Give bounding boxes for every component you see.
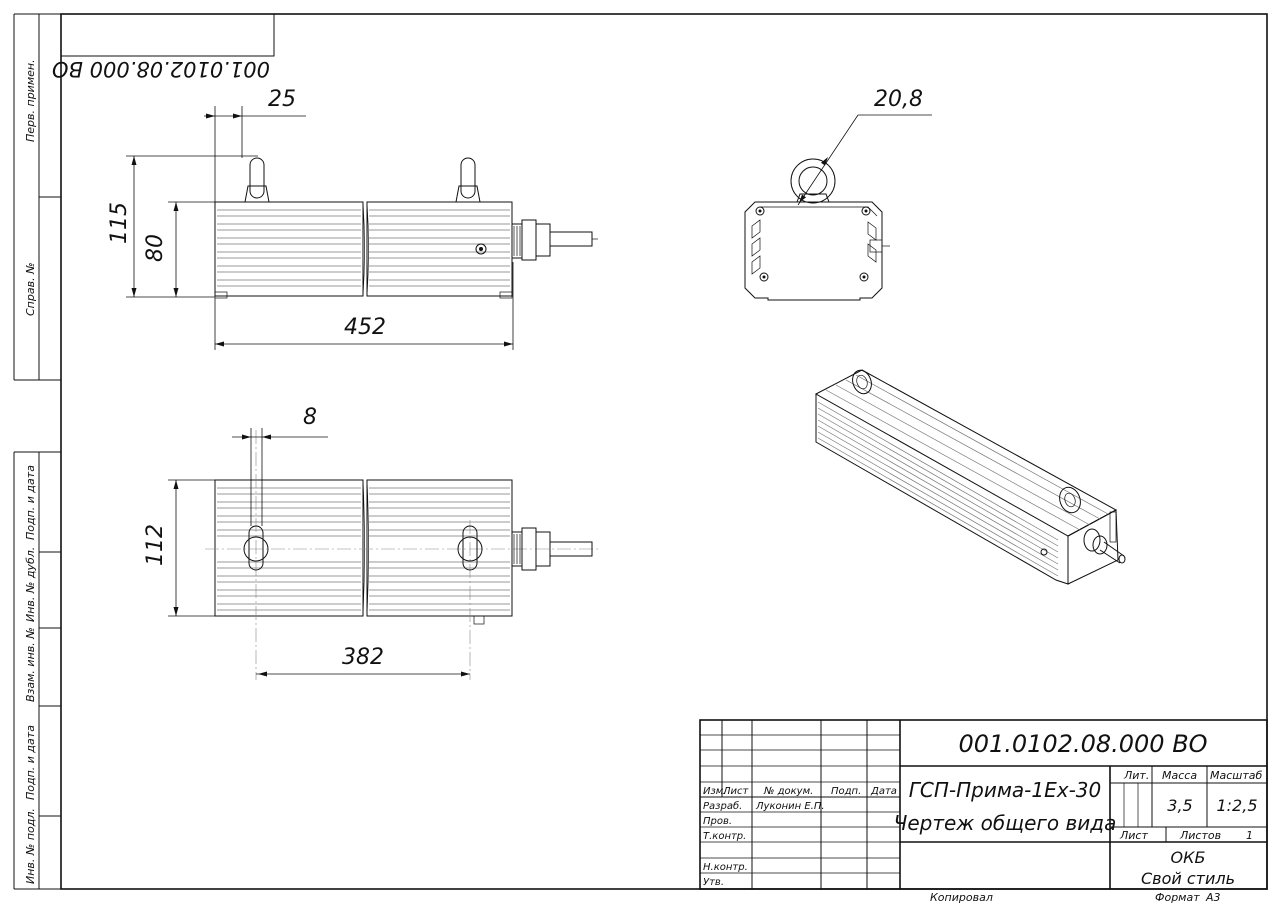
tb-col-list: Лист [722,786,750,797]
tb-org-line2: Свой стиль [1141,869,1235,888]
iso-eye-bolt-1 [852,369,872,395]
dim-80-label: 80 [143,234,168,262]
iso-eye-bolt-2 [1059,486,1081,514]
side-label-perv: Перв. примен. [24,59,37,142]
tb-col-izm: Изм. [703,786,727,797]
dim-8-label: 8 [303,405,317,430]
front-cable-gland [511,219,598,261]
dim-25-label: 25 [268,87,296,112]
format-label: Формат [1155,891,1200,904]
tb-designation: 001.0102.08.000 ВО [958,730,1207,758]
tb-role-razrab: Разраб. [703,800,742,812]
front-lug-left [244,157,270,203]
side-label-inv-podl: Инв. № подл. [24,808,37,884]
front-lug-right [455,157,481,203]
tb-developer: Луконин Е.П. [755,801,825,812]
tb-scale-label: Масштаб [1210,769,1262,782]
top-lug-right [457,525,483,571]
side-label-sprav: Справ. № [24,262,37,316]
dim-115-label: 115 [107,202,132,244]
top-cable-gland [511,527,593,571]
mirrored-stamp-code: 001.0102.08.000 ВО [52,57,270,81]
front-fins [217,209,510,287]
tb-col-dokum: № докум. [763,786,813,797]
side-label-vzam: Взам. инв. № [24,627,37,702]
tb-scale-value: 1:2,5 [1216,796,1257,815]
tb-role-utv: Утв. [703,877,724,888]
tb-lit-label: Лит. [1123,769,1149,782]
copied-label: Копировал [930,891,993,904]
dim-115: 115 [107,155,258,298]
tb-role-prov: Пров. [703,816,732,827]
format-value: А3 [1205,891,1221,904]
end-view-eye-bolt [790,158,836,204]
dim-382-label: 382 [342,645,384,670]
tb-sheets-value: 1 [1246,829,1253,842]
mirrored-stamp: 001.0102.08.000 ВО [52,13,275,81]
tb-sheets-label: Листов [1179,829,1221,842]
tb-role-tkontr: Т.контр. [703,831,746,842]
side-label-inv-dubl: Инв. № дубл. [24,547,37,622]
dim-20-8: 20,8 [797,87,932,206]
title-block: 001.0102.08.000 ВО ГСП-Прима-1Ex-30 Черт… [699,719,1268,890]
tb-mass-value: 3,5 [1167,796,1192,815]
dim-25: 25 [204,87,306,202]
end-view-screws [755,206,871,282]
side-label-podp-2: Подп. и дата [24,725,37,800]
dim-8: 8 [232,405,328,526]
dim-452: 452 [214,262,514,350]
tb-mass-label: Масса [1162,769,1197,782]
end-view: 20,8 [744,87,932,301]
iso-fins [817,374,1109,577]
tb-role-nkontr: Н.контр. [703,862,748,873]
tb-name-line2: Чертеж общего вида [894,811,1117,835]
top-lug-left [243,525,269,571]
iso-cable-gland [1083,528,1126,564]
dim-452-label: 452 [344,315,386,340]
dim-80: 80 [143,201,215,297]
dim-112: 112 [143,479,215,617]
side-strip: Перв. примен. Справ. № Подп. и дата Инв.… [13,13,62,890]
top-fins [217,487,510,611]
tb-org-line1: ОКБ [1171,848,1206,867]
isometric-view [814,369,1126,585]
tb-col-podp: Подп. [831,786,861,797]
front-view: 25 115 80 452 [107,87,598,350]
side-label-podp-1: Подп. и дата [24,465,37,540]
dim-112-label: 112 [143,524,168,566]
dim-20-8-label: 20,8 [874,87,923,112]
tb-sheet-label: Лист [1119,829,1148,842]
dim-382: 382 [256,645,470,677]
top-view: 8 112 382 [143,405,600,680]
tb-col-data: Дата [870,786,897,797]
tb-name-line1: ГСП-Прима-1Ex-30 [909,778,1102,802]
